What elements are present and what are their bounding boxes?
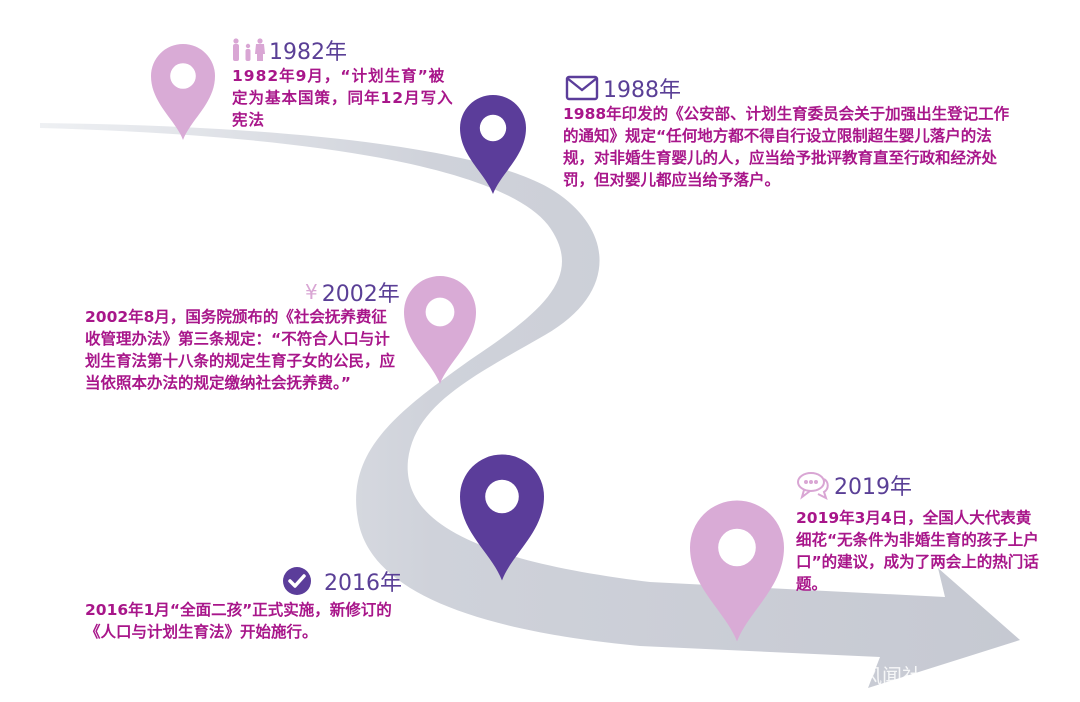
event-2019-text: 2019年3月4日，全国人大代表黄细花“无条件为非婚生育的孩子上户口”的建议，成… xyxy=(796,509,1039,593)
chat-bubbles-icon xyxy=(796,470,830,500)
event-1988-text: 1988年印发的《公安部、计划生育委员会关于加强出生登记工作的通知》规定“任何地… xyxy=(563,105,1010,189)
event-2016-text: 2016年1月“全面二孩”正式实施，新修订的《人口与计划生育法》开始施行。 xyxy=(85,601,392,641)
event-2019-year: 2019年 xyxy=(796,469,912,501)
event-2002-text: 2002年8月，国务院颁布的《社会抚养费征收管理办法》第三条规定：“不符合人口与… xyxy=(85,308,396,392)
watermark: 风闻社 xyxy=(862,664,922,688)
road-path xyxy=(40,123,1020,688)
family-icon xyxy=(231,38,265,62)
yen-icon: ¥ xyxy=(305,280,318,304)
check-circle-icon xyxy=(282,566,312,596)
pin-1982 xyxy=(151,44,215,140)
envelope-icon xyxy=(565,75,599,101)
event-1982-text: 1982年9月，“计划生育”被定为基本国策，同年12月写入宪法 xyxy=(232,67,454,129)
event-1982-year: 1982年 xyxy=(231,34,347,66)
event-1988-year: 1988年 xyxy=(565,72,681,104)
event-2002-year: ¥ 2002年 xyxy=(305,280,400,307)
event-2016-year: 2016年 xyxy=(282,565,402,597)
